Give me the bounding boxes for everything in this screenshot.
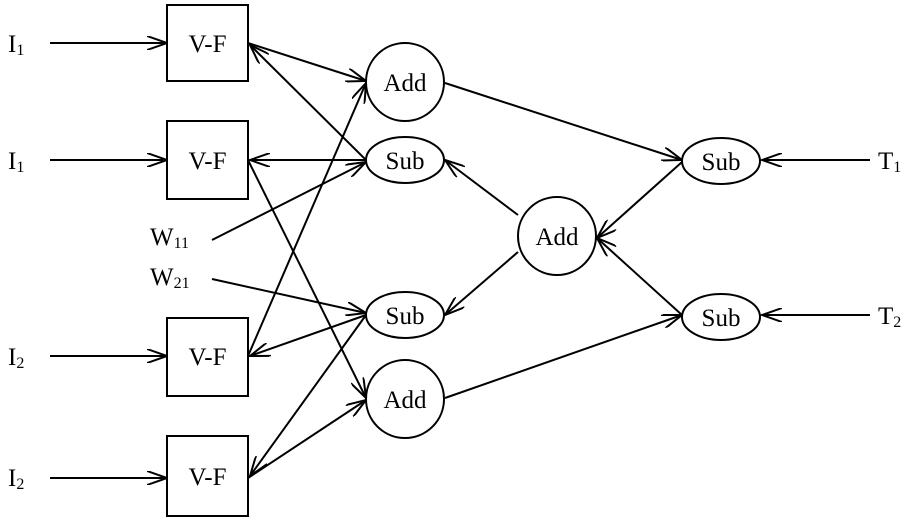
wires	[50, 43, 870, 478]
wire-vf3-to-add-top	[247, 83, 366, 357]
wire-add-top-to-sub-right-top	[444, 82, 682, 160]
vf-block-2: V-F	[166, 120, 249, 200]
add-node-top: Add	[365, 42, 445, 122]
add-node-bottom: Add	[365, 359, 445, 439]
vf-block-3-label: V-F	[189, 344, 227, 371]
add-node-center-label: Add	[535, 224, 579, 251]
label-w21: W21	[150, 264, 190, 292]
label-t2: T2	[878, 303, 901, 331]
wire-w11-to-sub-top	[211, 162, 366, 241]
vf-block-4: V-F	[166, 435, 249, 517]
sub-node-mid-label: Sub	[386, 303, 425, 330]
vf-block-1: V-F	[166, 4, 249, 82]
sub-node-right-top: Sub	[681, 137, 761, 185]
vf-block-1-label: V-F	[189, 31, 227, 58]
wire-add-center-to-sub-mid	[445, 251, 519, 315]
vf-block-3: V-F	[166, 317, 249, 397]
add-node-top-label: Add	[383, 70, 427, 97]
wire-sub-right-top-to-add-center	[597, 161, 683, 238]
wire-vf4-to-add-bottom	[247, 400, 366, 479]
wire-add-center-to-sub-top	[445, 160, 519, 216]
vf-block-2-label: V-F	[189, 148, 227, 175]
label-i1-second: I1	[8, 148, 24, 176]
sub-node-right-top-label: Sub	[702, 149, 741, 176]
wire-sub-top-to-vf1	[250, 45, 367, 161]
add-node-center: Add	[517, 196, 597, 276]
sub-node-top-label: Sub	[386, 148, 425, 175]
wire-vf1-to-add-top	[247, 42, 366, 81]
label-i2-bottom: I2	[8, 465, 24, 493]
wire-sub-right-bottom-to-add-center	[597, 238, 683, 316]
wire-sub-mid-to-vf4	[250, 314, 367, 476]
add-node-bottom-label: Add	[383, 387, 427, 414]
wire-vf2-to-add-bottom	[247, 159, 366, 398]
sub-node-right-bottom: Sub	[681, 293, 761, 341]
sub-node-top: Sub	[365, 136, 445, 184]
sub-node-right-bottom-label: Sub	[702, 305, 741, 332]
label-i2-third: I2	[8, 344, 24, 372]
label-i1-top: I1	[8, 31, 24, 59]
wire-add-bottom-to-sub-right-bottom	[444, 315, 682, 399]
wire-sub-mid-to-vf3	[250, 314, 367, 356]
label-w11: W11	[150, 224, 189, 252]
sub-node-mid: Sub	[365, 291, 445, 339]
vf-block-4-label: V-F	[189, 464, 227, 491]
wire-w21-to-sub-mid	[211, 278, 366, 313]
label-t1: T1	[878, 148, 901, 176]
